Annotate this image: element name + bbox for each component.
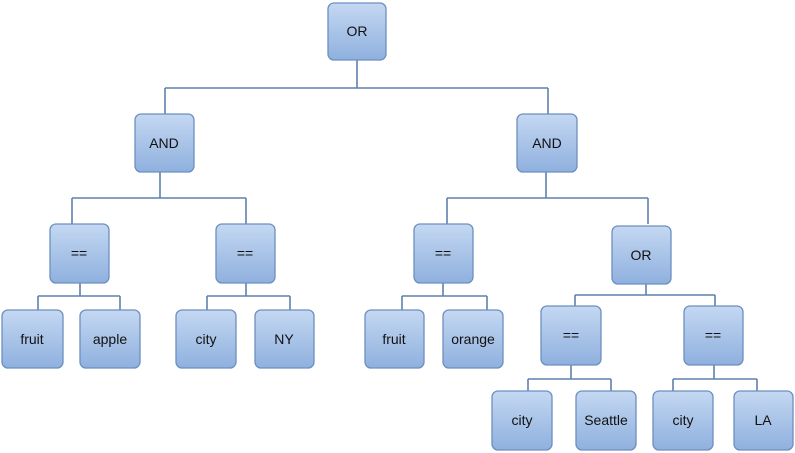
node-la: LA xyxy=(733,390,794,451)
node-left-and: AND xyxy=(134,113,195,173)
node-apple-label: apple xyxy=(93,331,127,347)
node-eq4-label: == xyxy=(563,327,579,343)
edge-root-to-and xyxy=(164,60,549,114)
node-eq2: == xyxy=(215,223,276,284)
node-left-and-label: AND xyxy=(149,135,179,151)
node-root-or: OR xyxy=(327,2,387,61)
node-eq1-label: == xyxy=(71,245,87,261)
node-city-1: city xyxy=(175,309,237,369)
node-fruit-2: fruit xyxy=(364,309,425,369)
edge-eq1-children xyxy=(37,283,121,310)
node-city-3-label: city xyxy=(673,412,694,428)
node-right-and: AND xyxy=(516,113,578,173)
node-inner-or-label: OR xyxy=(631,247,652,263)
node-eq1: == xyxy=(49,223,110,284)
node-fruit-2-label: fruit xyxy=(382,331,405,347)
node-city-3: city xyxy=(652,390,714,451)
node-fruit-1-label: fruit xyxy=(20,331,43,347)
node-orange-label: orange xyxy=(451,331,495,347)
connectors xyxy=(37,60,758,391)
node-apple: apple xyxy=(79,309,141,369)
node-ny: NY xyxy=(254,309,315,369)
node-city-1-label: city xyxy=(196,331,217,347)
node-orange: orange xyxy=(442,309,504,369)
node-eq5-label: == xyxy=(705,327,721,343)
node-eq2-label: == xyxy=(237,245,253,261)
node-right-and-label: AND xyxy=(532,135,562,151)
node-city-2: city xyxy=(491,390,553,451)
node-eq5: == xyxy=(683,305,744,366)
edge-eq5-children xyxy=(672,365,758,391)
edge-eq4-children xyxy=(527,365,612,391)
node-eq4: == xyxy=(540,305,602,366)
node-ny-label: NY xyxy=(274,331,294,347)
node-city-2-label: city xyxy=(512,412,533,428)
node-seattle: Seattle xyxy=(575,390,637,451)
edge-right-and-to-children xyxy=(446,172,649,224)
node-inner-or: OR xyxy=(611,225,672,285)
edge-left-and-to-eq xyxy=(71,172,247,224)
node-fruit-1: fruit xyxy=(1,309,64,369)
edge-eq2-children xyxy=(206,283,291,310)
edge-inner-or-to-eq xyxy=(574,284,716,306)
edge-eq3-children xyxy=(401,283,488,310)
node-seattle-label: Seattle xyxy=(584,412,628,428)
node-eq3: == xyxy=(413,223,474,284)
node-eq3-label: == xyxy=(435,245,451,261)
node-la-label: LA xyxy=(754,412,772,428)
node-root-or-label: OR xyxy=(347,23,368,39)
